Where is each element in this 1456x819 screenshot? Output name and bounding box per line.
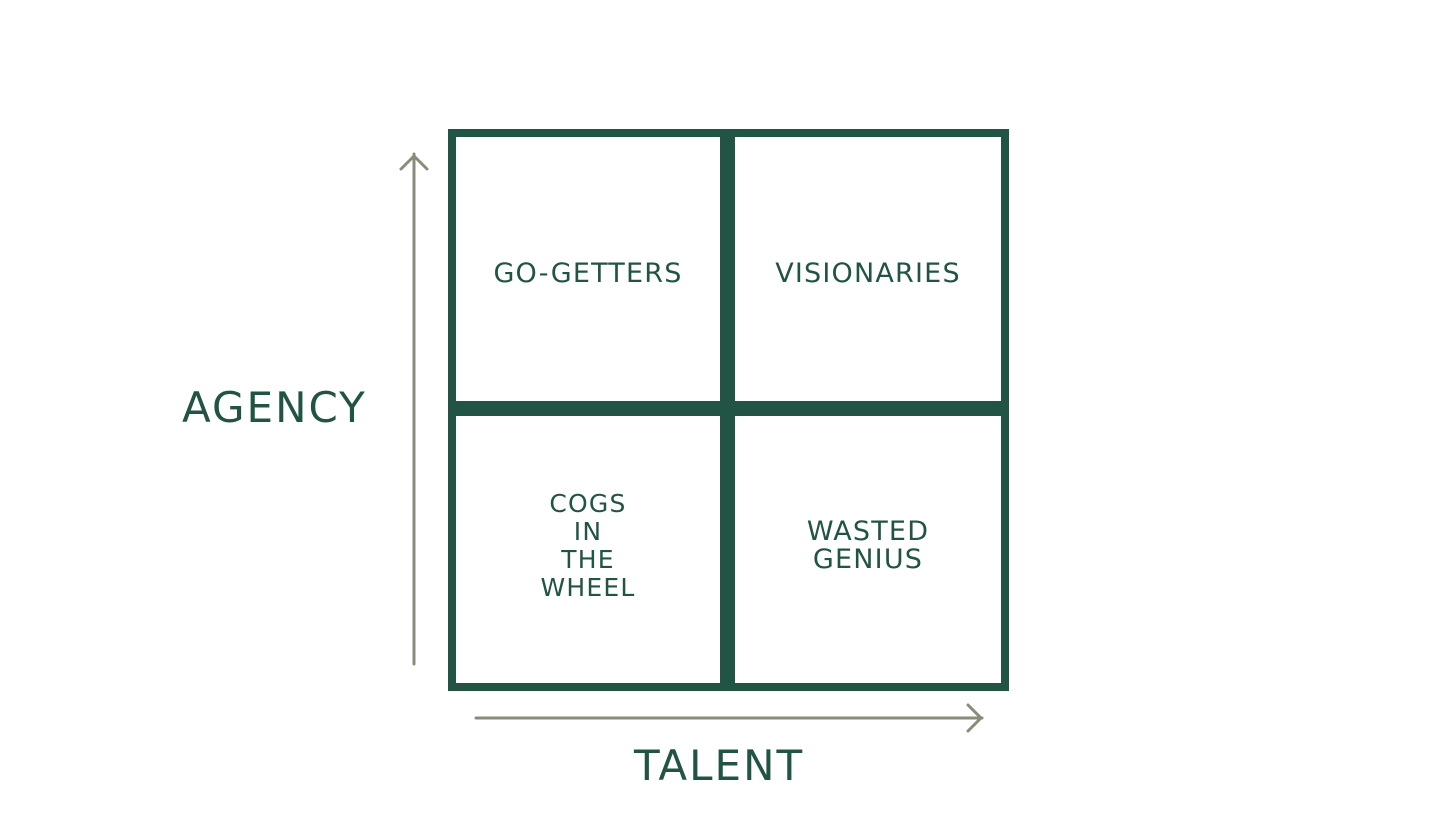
quadrant-matrix: GO-GETTERS VISIONARIES COGS IN THE WHEEL… [448, 129, 1009, 691]
x-axis-label: TALENT [634, 741, 805, 790]
quadrant-top-right-label: VISIONARIES [775, 257, 961, 289]
arrow-right-icon [474, 703, 984, 733]
y-axis-label: AGENCY [182, 383, 367, 432]
arrow-up-icon [399, 152, 429, 666]
quadrant-bottom-right-label: WASTED GENIUS [806, 515, 930, 575]
horizontal-divider [456, 401, 1001, 416]
quadrant-top-left-label: GO-GETTERS [493, 257, 683, 289]
quadrant-bottom-left-label: COGS IN THE WHEEL [540, 488, 636, 602]
quadrant-bottom-right: WASTED GENIUS [735, 416, 1001, 683]
quadrant-bottom-left: COGS IN THE WHEEL [456, 416, 720, 683]
quadrant-top-right: VISIONARIES [735, 137, 1001, 401]
quadrant-top-left: GO-GETTERS [456, 137, 720, 401]
